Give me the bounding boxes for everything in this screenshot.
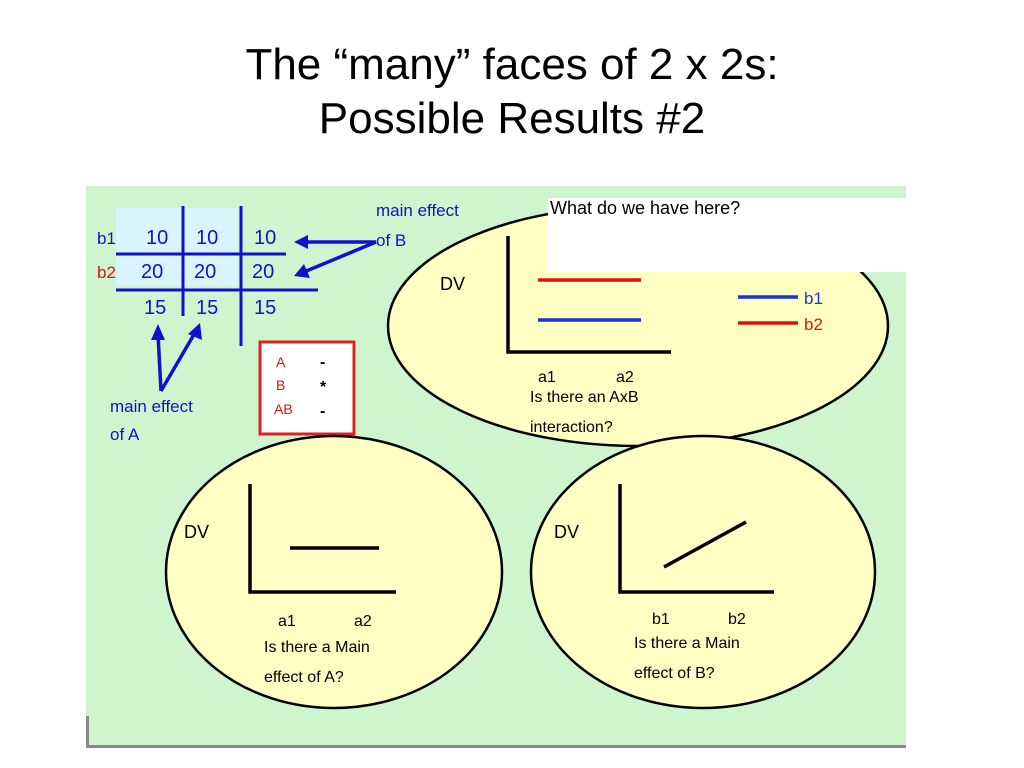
arrowhead-b1-icon [294,235,308,249]
row-label-b1: b1 [97,229,116,248]
main-a-ylabel: DV [184,522,209,542]
effect-value-a: - [320,354,325,371]
figure-bottom-border [86,745,906,748]
main-b-xtick-b1: b1 [652,611,670,628]
effect-label-ab: AB [274,401,293,417]
main-b-xtick-b2: b2 [728,611,746,628]
main-b-question-1: Is there a Main [634,635,740,652]
main-a-xtick-a2: a2 [354,613,372,630]
figure-panel: b1 b2 10 10 10 20 20 20 15 15 15 main ef… [86,186,906,748]
main-a-xtick-a1: a1 [278,613,296,630]
interaction-xtick-a2: a2 [616,369,634,386]
table-highlight [116,208,238,286]
interaction-xtick-a1: a1 [538,369,556,386]
cell-b2-a1: 20 [141,261,163,283]
title-line-1: The “many” faces of 2 x 2s: [245,40,779,89]
arrowhead-b2-icon [294,264,310,278]
slide-title: The “many” faces of 2 x 2s: Possible Res… [0,38,1024,146]
effect-value-b: * [320,379,327,396]
effect-label-a: A [276,354,286,370]
mean-a2: 15 [196,297,218,319]
arrowhead-a1-icon [151,324,165,340]
main-a-axes [248,484,396,594]
main-b-ylabel: DV [554,522,579,542]
interaction-question-1: Is there an AxB [530,389,639,406]
cell-b1-mean: 10 [254,227,276,249]
interaction-ylabel: DV [440,274,465,294]
row-label-b2: b2 [97,263,116,282]
main-b-ellipse [529,434,877,710]
table-grid [116,206,318,346]
main-b-question-2: effect of B? [634,665,715,682]
figure-left-border [86,716,89,748]
main-effect-b-label-2: of B [376,231,406,250]
interaction-question-2: interaction? [530,419,613,436]
main-effect-a-arrows [156,330,198,392]
main-a-question-2: effect of A? [264,669,344,686]
main-a-question-1: Is there a Main [264,639,370,656]
cell-b2-a2: 20 [194,261,216,283]
callout-text: What do we have here? [550,198,741,218]
interaction-axes [506,236,671,354]
mean-grand: 15 [254,297,276,319]
main-effect-a-label-1: main effect [110,397,193,416]
main-a-ellipse [164,434,504,710]
callout-box: What do we have here? [548,198,906,272]
effects-box [258,340,356,436]
figure-svg: b1 b2 10 10 10 20 20 20 15 15 15 main ef… [97,201,890,710]
arrowhead-a2-icon [188,323,202,340]
effect-label-b: B [276,377,285,393]
main-effect-b-label-1: main effect [376,201,459,220]
main-effect-a-label-2: of A [110,425,140,444]
title-line-2: Possible Results #2 [318,94,706,143]
effect-value-ab: - [320,403,325,420]
cell-b1-a2: 10 [196,227,218,249]
legend-b2-label: b2 [804,315,823,334]
cell-b2-mean: 20 [252,261,274,283]
legend-b1-label: b1 [804,289,823,308]
cell-b1-a1: 10 [146,227,168,249]
mean-a1: 15 [144,297,166,319]
main-b-line [663,520,747,569]
main-effect-b-arrows [303,240,377,274]
main-b-axes [618,484,774,594]
